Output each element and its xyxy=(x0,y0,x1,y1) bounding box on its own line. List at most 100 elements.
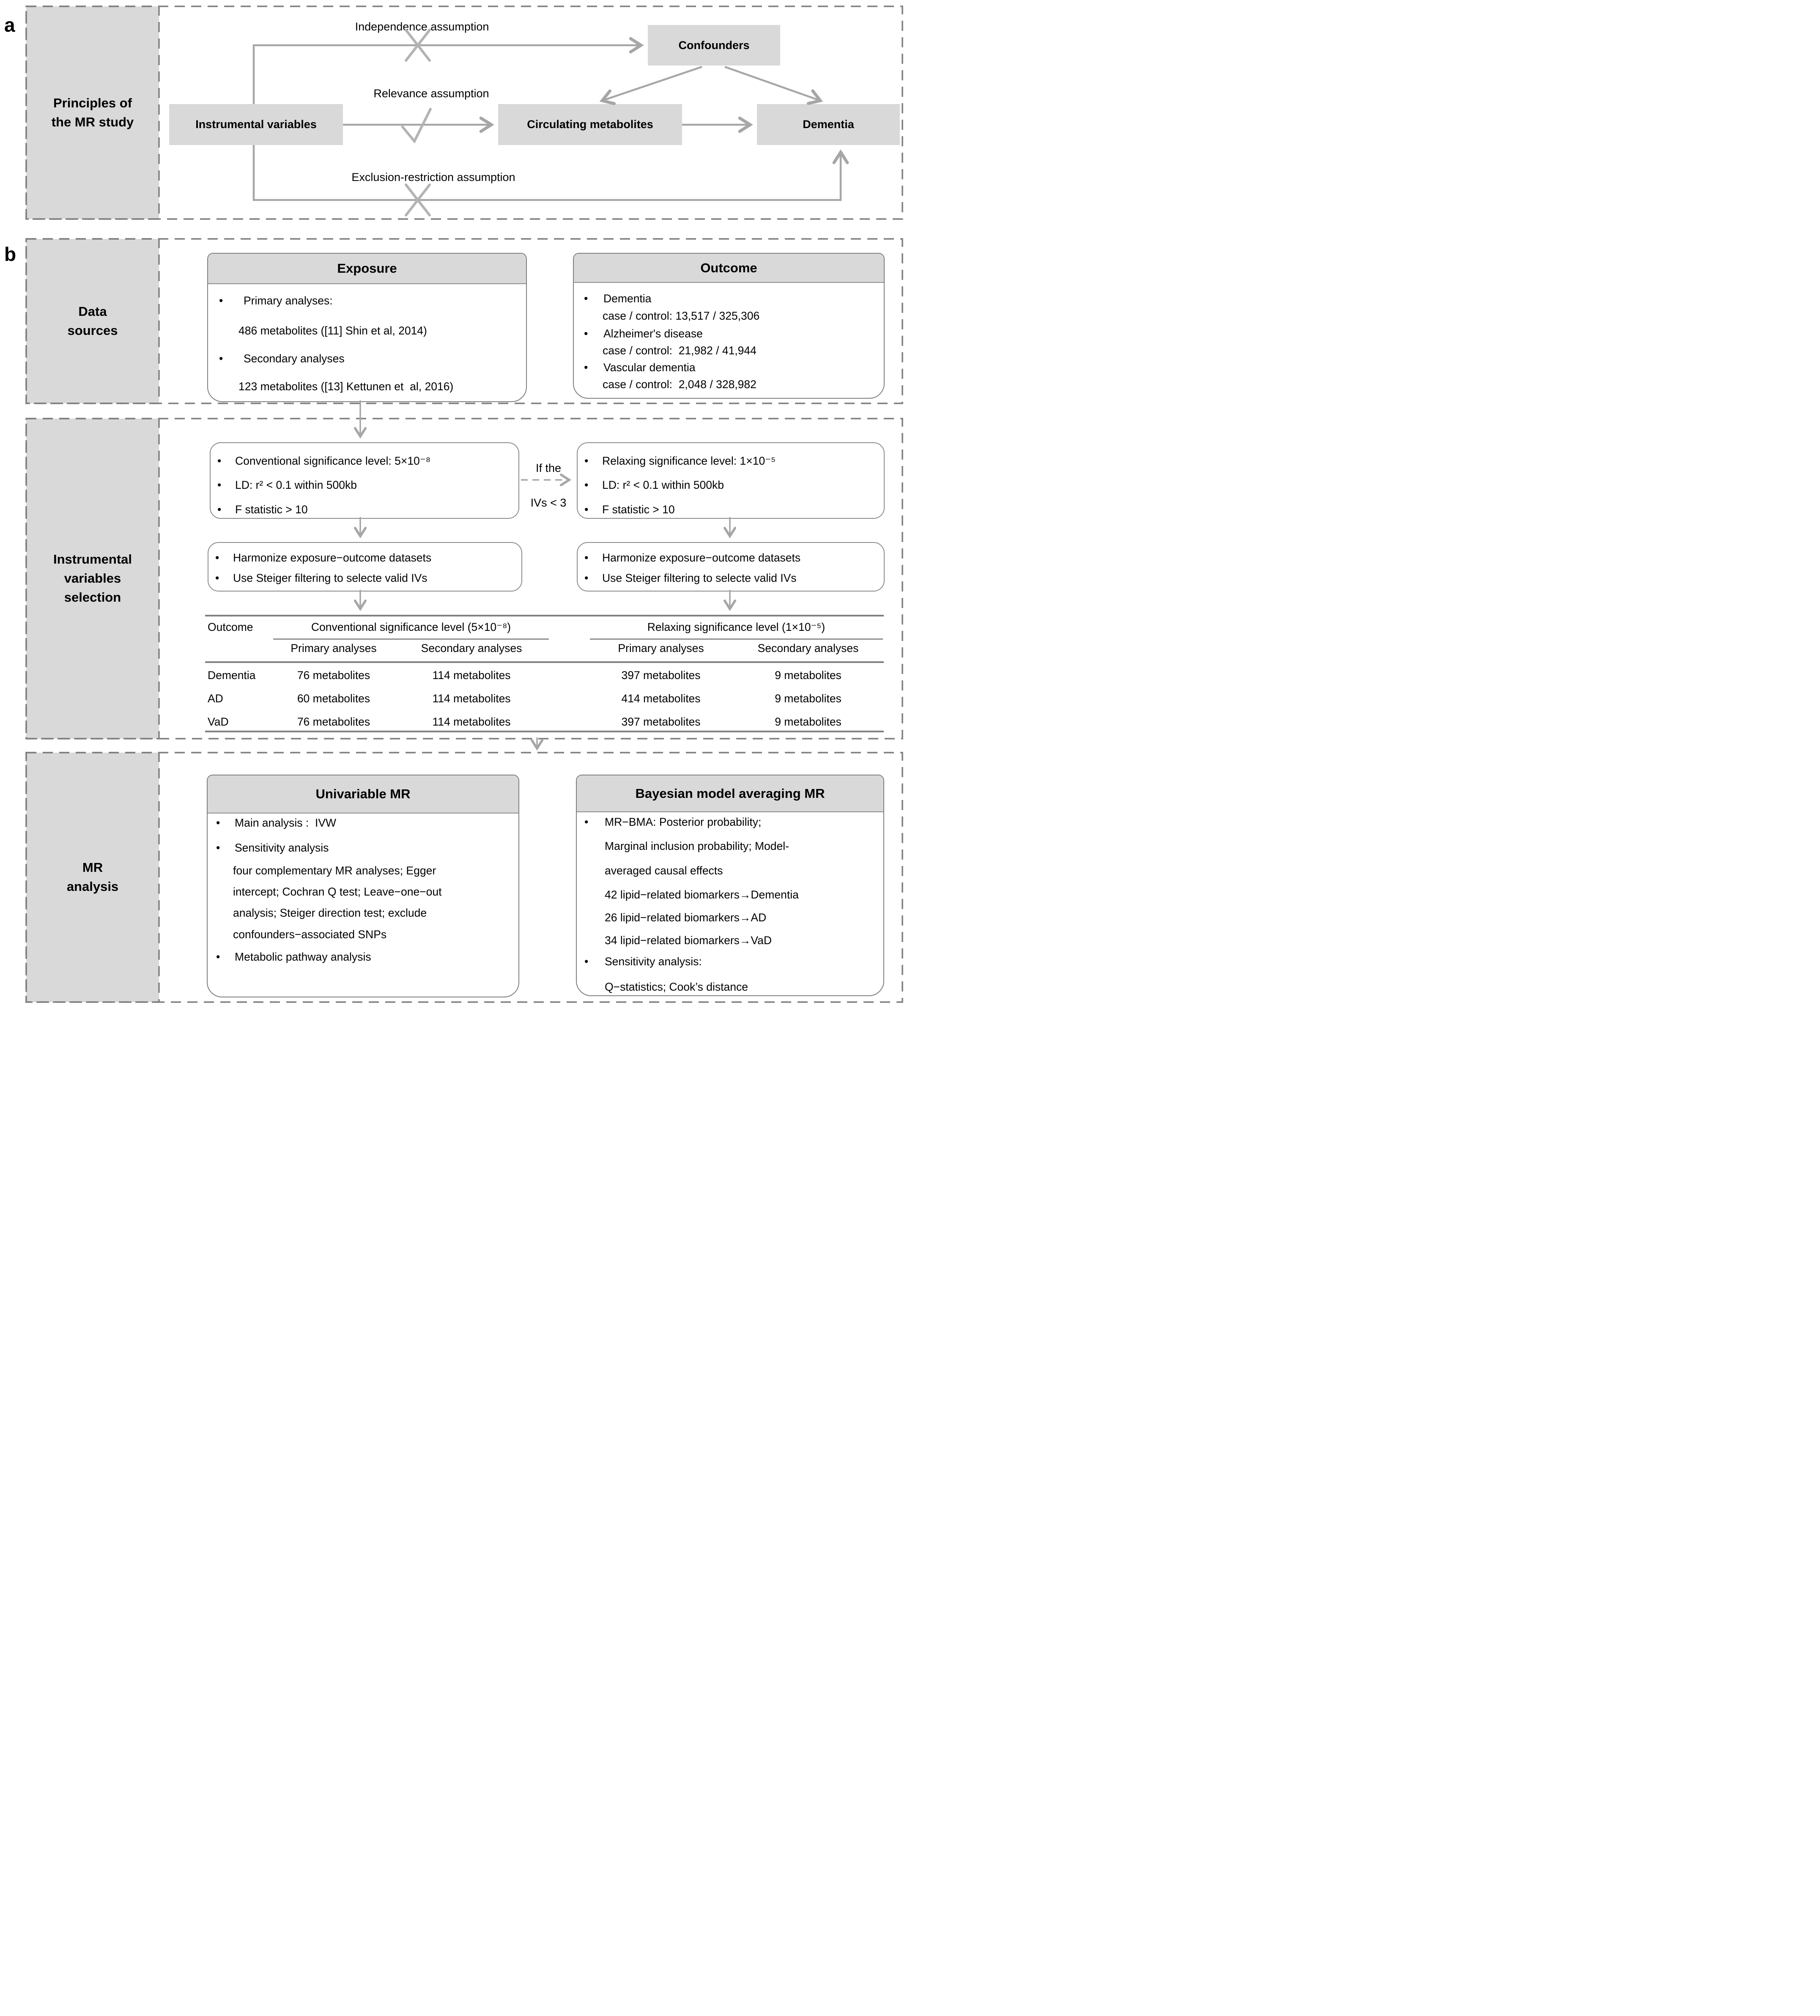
list-item: Vascular dementia xyxy=(574,361,880,375)
sidebar-iv-selection-label: Instrumental variables selection xyxy=(53,552,132,605)
list-item: 486 metabolites ([11] Shin et al, 2014) xyxy=(238,324,427,337)
condition-ivs-less-than-3: If the IVs < 3 xyxy=(530,462,567,509)
table-rule-top xyxy=(205,615,884,616)
list-item: Secondary analyses xyxy=(208,352,523,366)
list-item: averaged causal effects xyxy=(605,864,723,877)
table-cell: 9 metabolites xyxy=(775,715,841,728)
table-rule-group-left xyxy=(273,638,549,640)
exposure-box: Exposure Primary analyses: 486 metabolit… xyxy=(207,253,527,402)
table-row-label: AD xyxy=(208,692,223,705)
table-cell: 114 metabolites xyxy=(432,669,511,682)
node-circulating-metabolites-label: Circulating metabolites xyxy=(527,118,653,131)
label-independence-assumption: Independence assumption xyxy=(355,20,489,33)
list-item: 42 lipid−related biomarkers→Dementia xyxy=(605,888,799,901)
x-mark-independence-icon xyxy=(405,29,431,62)
univariable-mr-box: Univariable MR Main analysis : IVW Sensi… xyxy=(207,775,519,997)
arrow-iv-to-dementia-exclusion xyxy=(252,145,849,201)
relaxing-criteria-box: Relaxing significance level: 1×10⁻⁵ LD: … xyxy=(577,442,885,519)
bayesian-mr-header: Bayesian model averaging MR xyxy=(577,775,883,812)
list-item: Conventional significance level: 5×10⁻⁸ xyxy=(211,454,515,468)
table-sub-header: Primary analyses xyxy=(618,642,704,655)
list-item: Marginal inclusion probability; Model- xyxy=(605,840,789,852)
check-mark-relevance-icon xyxy=(401,108,432,144)
arrow-confounders-to-dementia xyxy=(724,66,823,105)
sidebar-mr-analysis-label: MR analysis xyxy=(66,860,119,894)
sidebar-mr-analysis: MR analysis xyxy=(26,753,159,1002)
sidebar-data-sources-label: Data sources xyxy=(67,304,118,338)
node-instrumental-variables: Instrumental variables xyxy=(169,104,343,145)
list-item: LD: r² < 0.1 within 500kb xyxy=(211,478,515,492)
table-cell: 397 metabolites xyxy=(621,669,701,682)
list-item: Use Steiger filtering to selecte valid I… xyxy=(208,571,518,585)
outcome-header: Outcome xyxy=(574,254,884,283)
harmonize-box-left: Harmonize exposure−outcome datasets Use … xyxy=(208,542,522,592)
iv-counts-table: Outcome Conventional significance level … xyxy=(205,615,884,732)
exposure-header: Exposure xyxy=(208,254,526,284)
list-item: intercept; Cochran Q test; Leave−one−out xyxy=(233,885,442,898)
list-item: Harmonize exposure−outcome datasets xyxy=(208,551,518,565)
list-item: Sensitivity analysis: xyxy=(577,955,880,969)
table-cell: 76 metabolites xyxy=(297,715,370,728)
exposure-title: Exposure xyxy=(337,261,397,276)
sidebar-data-sources: Data sources xyxy=(26,239,159,403)
table-sub-header: Secondary analyses xyxy=(757,642,859,655)
node-confounders: Confounders xyxy=(648,25,780,66)
conventional-criteria-box: Conventional significance level: 5×10⁻⁸ … xyxy=(210,442,519,519)
node-dementia-label: Dementia xyxy=(803,118,854,131)
node-dementia: Dementia xyxy=(757,104,900,145)
table-row-label: Dementia xyxy=(208,669,256,682)
table-row-label: VaD xyxy=(208,715,229,728)
bayesian-mr-title: Bayesian model averaging MR xyxy=(635,786,825,801)
table-cell: 114 metabolites xyxy=(432,692,511,705)
table-cell: 9 metabolites xyxy=(775,669,841,682)
node-confounders-label: Confounders xyxy=(678,38,750,52)
list-item: Use Steiger filtering to selecte valid I… xyxy=(578,571,880,585)
list-item: F statistic > 10 xyxy=(211,503,515,517)
panel-b-tag: b xyxy=(4,243,16,265)
sidebar-principles: Principles of the MR study xyxy=(26,6,159,219)
table-cell: 60 metabolites xyxy=(297,692,370,705)
table-cell: 76 metabolites xyxy=(297,669,370,682)
label-exclusion-assumption: Exclusion-restriction assumption xyxy=(351,171,515,184)
harmonize-box-right: Harmonize exposure−outcome datasets Use … xyxy=(577,542,885,592)
list-item: Relaxing significance level: 1×10⁻⁵ xyxy=(578,454,880,468)
list-item: confounders−associated SNPs xyxy=(233,928,387,941)
table-sub-header: Primary analyses xyxy=(291,642,377,655)
table-rule-group-right xyxy=(590,638,883,640)
label-relevance-assumption: Relevance assumption xyxy=(373,87,489,100)
node-circulating-metabolites: Circulating metabolites xyxy=(498,104,682,145)
table-group-header: Conventional significance level (5×10⁻⁸) xyxy=(311,621,511,633)
list-item: Dementia xyxy=(574,292,880,306)
panel-a-tag: a xyxy=(4,14,15,36)
x-mark-exclusion-icon xyxy=(405,184,431,216)
table-cell: 414 metabolites xyxy=(621,692,701,705)
table-rule-header xyxy=(205,661,884,663)
outcome-box: Outcome Dementia case / control: 13,517 … xyxy=(573,253,885,399)
list-item: four complementary MR analyses; Egger xyxy=(233,864,436,877)
bayesian-mr-box: Bayesian model averaging MR MR−BMA: Post… xyxy=(576,775,884,996)
list-item: Q−statistics; Cook’s distance xyxy=(605,981,748,993)
outcome-title: Outcome xyxy=(700,260,757,275)
list-item: LD: r² < 0.1 within 500kb xyxy=(578,478,880,492)
table-sub-header: Secondary analyses xyxy=(421,642,522,655)
table-cell: 397 metabolites xyxy=(621,715,701,728)
list-item: MR−BMA: Posterior probability; xyxy=(577,815,880,829)
list-item: Main analysis : IVW xyxy=(208,816,515,830)
univariable-mr-header: Univariable MR xyxy=(208,775,518,814)
table-header-outcome: Outcome xyxy=(208,621,253,633)
sidebar-iv-selection: Instrumental variables selection xyxy=(26,419,159,739)
table-cell: 9 metabolites xyxy=(775,692,841,705)
mr-study-flowchart: a Principles of the MR study Instrumenta… xyxy=(0,0,910,1008)
table-group-header: Relaxing significance level (1×10⁻⁵) xyxy=(647,621,825,633)
sidebar-principles-label: Principles of the MR study xyxy=(51,95,134,129)
node-instrumental-variables-label: Instrumental variables xyxy=(195,118,317,131)
table-cell: 114 metabolites xyxy=(432,715,511,728)
list-item: 26 lipid−related biomarkers→AD xyxy=(605,911,767,924)
list-item: Primary analyses: xyxy=(208,294,523,308)
list-item: case / control: 21,982 / 41,944 xyxy=(603,344,757,357)
arrow-confounders-to-metabolites xyxy=(599,66,702,105)
list-item: Sensitivity analysis xyxy=(208,841,515,855)
list-item: 34 lipid−related biomarkers→VaD xyxy=(605,934,772,947)
list-item: Metabolic pathway analysis xyxy=(208,950,515,964)
list-item: case / control: 2,048 / 328,982 xyxy=(603,378,757,391)
